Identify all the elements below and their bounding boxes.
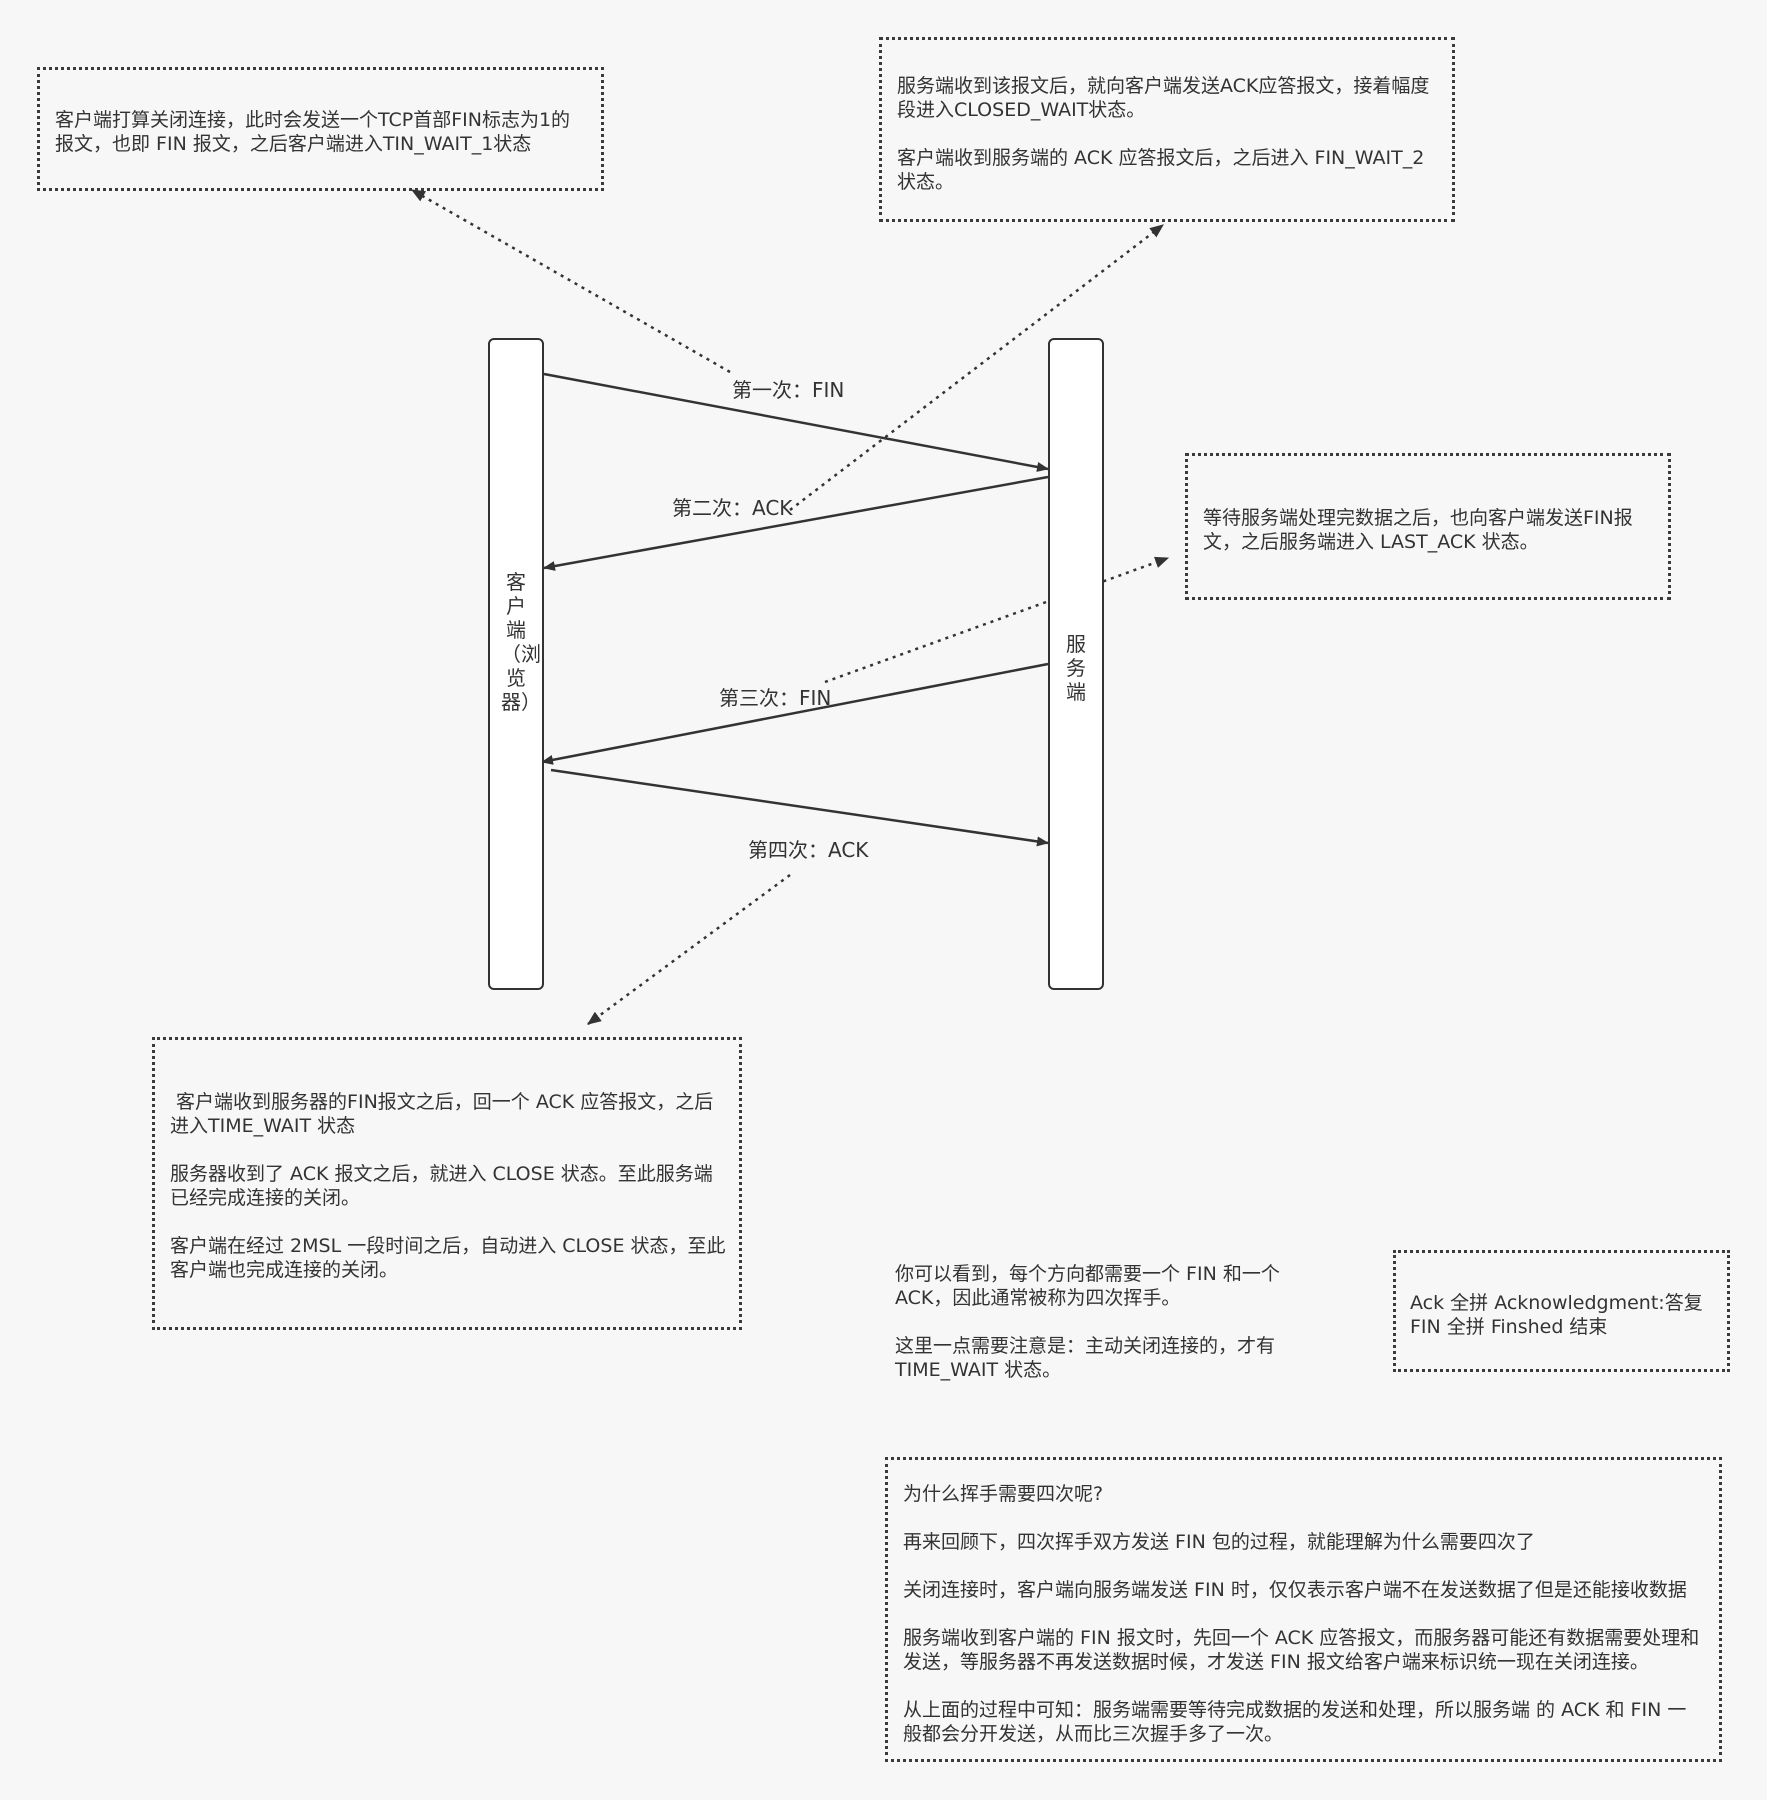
callout-text: 服务器收到了 ACK 报文之后，就进入 CLOSE 状态。至此服务端已经完成连接… [170,1163,713,1209]
callout-fourth-ack[interactable]: 客户端收到服务器的FIN报文之后，回一个 ACK 应答报文，之后进入TIME_W… [152,1037,742,1330]
callout-text: 客户端收到服务端的 ACK 应答报文后，之后进入 FIN_WAIT_2 状态。 [897,147,1431,193]
callout-text: 客户端在经过 2MSL 一段时间之后，自动进入 CLOSE 状态，至此客户端也完… [170,1235,726,1281]
arrow-first-fin [543,372,1049,472]
message-label-fourth: 第四次：ACK [748,838,869,862]
client-lifeline-label: 客户端（浏览器） [501,570,541,714]
callout-why-four-times[interactable]: 为什么挥手需要四次呢? 再来回顾下，四次挥手双方发送 FIN 包的过程，就能理解… [885,1457,1722,1762]
message-label-third: 第三次：FIN [719,686,832,710]
callout-arrow-first [410,188,731,374]
server-lifeline[interactable] [1048,338,1104,990]
callout-first-fin[interactable]: 客户端打算关闭连接，此时会发送一个TCP首部FIN标志为1的报文，也即 FIN … [37,67,604,191]
note-text: 这里一点需要注意是：主动关闭连接的，才有TIME_WAIT 状态。 [895,1335,1276,1381]
callout-text: 服务端收到该报文后，就向客户端发送ACK应答报文，接着幅度段进入CLOSED_W… [897,75,1430,121]
callout-ack-fin-definition[interactable]: Ack 全拼 Acknowledgment:答复 FIN 全拼 Finshed … [1393,1250,1730,1372]
callout-third-fin[interactable]: 等待服务端处理完数据之后，也向客户端发送FIN报文，之后服务端进入 LAST_A… [1185,453,1671,600]
callout-arrow-fourth [587,873,791,1026]
message-label-second: 第二次：ACK [672,496,793,520]
note-text: 你可以看到，每个方向都需要一个 FIN 和一个ACK，因此通常被称为四次挥手。 [895,1263,1280,1309]
callout-text: 为什么挥手需要四次呢? [903,1483,1104,1505]
summary-note: 你可以看到，每个方向都需要一个 FIN 和一个ACK，因此通常被称为四次挥手。 … [895,1262,1305,1406]
callout-text: 客户端打算关闭连接，此时会发送一个TCP首部FIN标志为1的报文，也即 FIN … [55,109,571,155]
arrow-second-ack [543,475,1049,571]
message-label-first: 第一次：FIN [732,378,845,402]
server-lifeline-label: 服务端 [1066,632,1086,704]
callout-text: 关闭连接时，客户端向服务端发送 FIN 时，仅仅表示客户端不在发送数据了但是还能… [903,1579,1687,1601]
callout-text: 再来回顾下，四次挥手双方发送 FIN 包的过程，就能理解为什么需要四次了 [903,1531,1535,1553]
callout-text: 从上面的过程中可知：服务端需要等待完成数据的发送和处理，所以服务端 的 ACK … [903,1699,1687,1745]
callout-text: Ack 全拼 Acknowledgment:答复 FIN 全拼 Finshed … [1410,1292,1703,1338]
callout-second-ack[interactable]: 服务端收到该报文后，就向客户端发送ACK应答报文，接着幅度段进入CLOSED_W… [879,37,1455,222]
callout-text: 等待服务端处理完数据之后，也向客户端发送FIN报文，之后服务端进入 LAST_A… [1203,507,1633,553]
callout-text: 客户端收到服务器的FIN报文之后，回一个 ACK 应答报文，之后进入TIME_W… [170,1091,714,1137]
callout-arrow-second [789,224,1164,511]
callout-text: 服务端收到客户端的 FIN 报文时，先回一个 ACK 应答报文，而服务器可能还有… [903,1627,1700,1673]
arrow-third-fin [541,662,1049,765]
callout-arrow-third [824,556,1170,684]
client-lifeline[interactable] [488,338,544,990]
arrow-fourth-ack [550,768,1049,847]
